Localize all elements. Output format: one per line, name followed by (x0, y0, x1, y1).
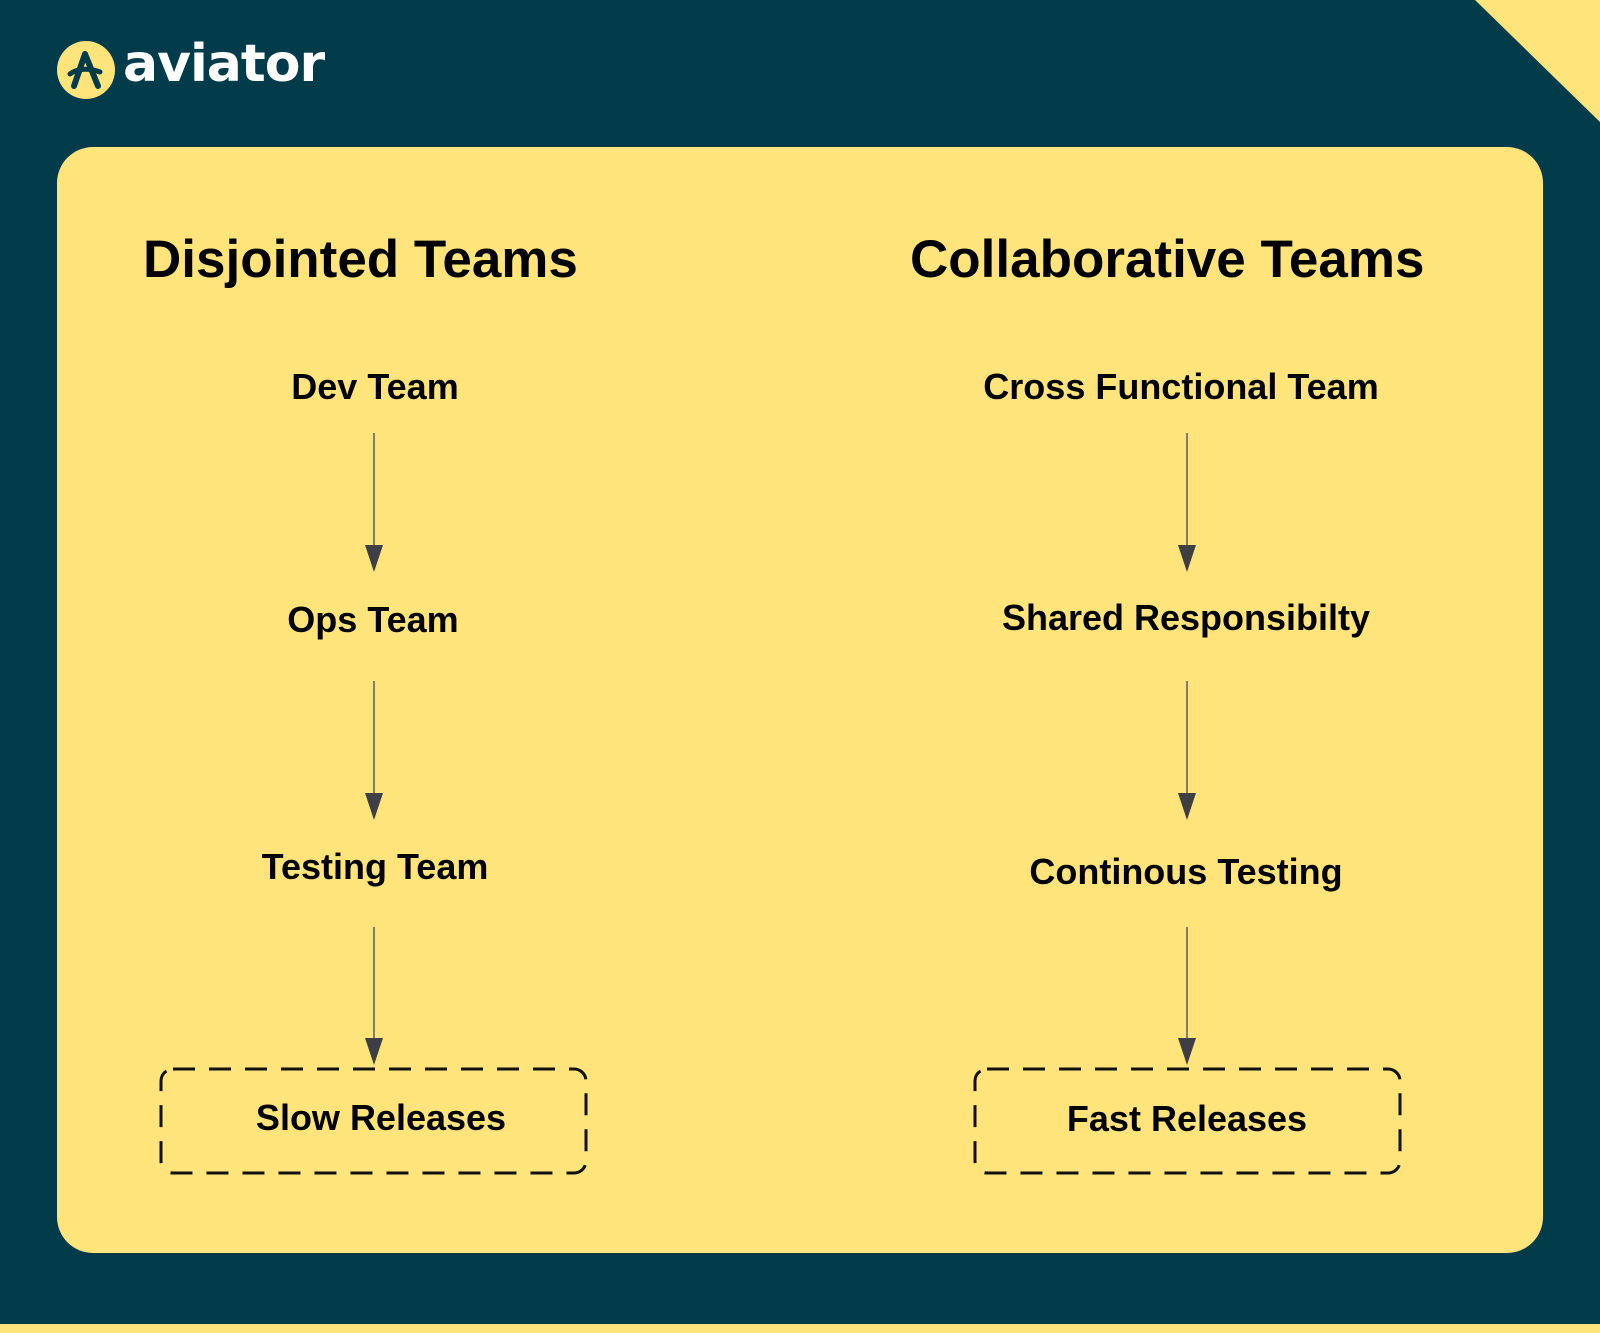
node-ops-team: Ops Team (287, 599, 459, 640)
heading-disjointed-teams: Disjointed Teams (143, 230, 578, 289)
bottom-accent-strip (0, 1324, 1600, 1333)
aviator-a-logo-icon (57, 41, 115, 99)
right-arrow-3 (1178, 927, 1196, 1065)
fast-releases-box (973, 1067, 1402, 1175)
left-arrow-1 (365, 433, 383, 572)
right-arrow-2 (1178, 681, 1196, 820)
slow-releases-box (159, 1067, 588, 1175)
node-shared-responsibility: Shared Responsibilty (1001, 597, 1371, 638)
node-testing-team: Testing Team (261, 846, 489, 887)
heading-collaborative-teams: Collaborative Teams (910, 230, 1425, 289)
brand-name: aviator (123, 34, 325, 94)
left-arrow-3 (365, 927, 383, 1065)
outcome-slow-releases: Slow Releases (255, 1097, 507, 1138)
node-continuous-testing: Continous Testing (1029, 851, 1343, 892)
corner-accent-triangle (1475, 0, 1600, 122)
right-arrow-1 (1178, 433, 1196, 572)
node-dev-team: Dev Team (291, 366, 459, 407)
node-cross-functional-team: Cross Functional Team (983, 366, 1379, 407)
left-arrow-2 (365, 681, 383, 820)
outcome-fast-releases: Fast Releases (1066, 1098, 1308, 1139)
